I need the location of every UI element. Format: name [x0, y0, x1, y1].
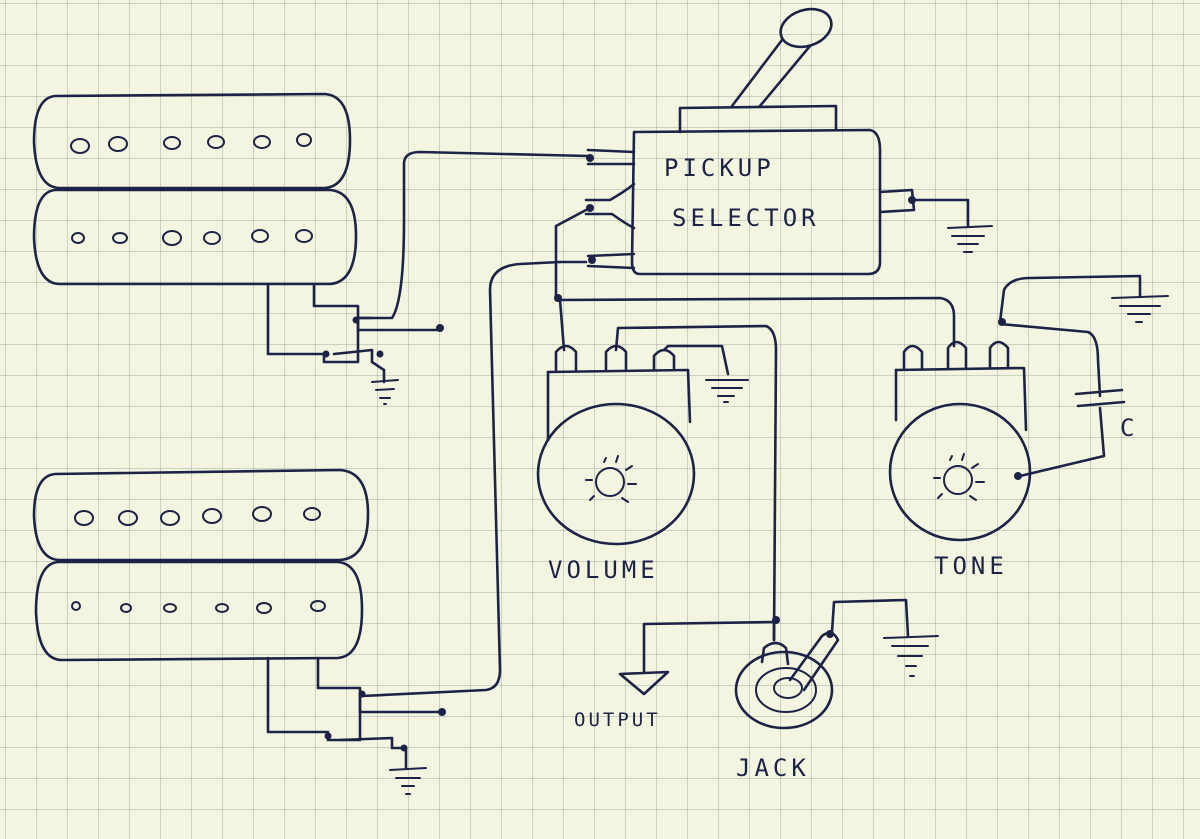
tone-ground-wire [998, 274, 1142, 324]
jack-tip-wire [642, 620, 776, 674]
bridge-lead-inner [316, 656, 442, 714]
volume-pot: VOLUME [536, 324, 778, 642]
selector-lever [730, 38, 812, 108]
volume-output-wire [614, 324, 778, 642]
selector-lug-3 [586, 252, 636, 270]
neck-humbucker [32, 92, 590, 405]
tone-label: TONE [934, 552, 1008, 580]
volume-lug-1 [554, 344, 578, 372]
neck-ground-icon [371, 379, 399, 405]
neck-lead-hot [356, 150, 590, 320]
tone-lug-3 [988, 340, 1010, 370]
bridge-humbucker [32, 260, 562, 795]
selector-label-line2: SELECTOR [672, 204, 820, 232]
capacitor-label: C [1120, 414, 1138, 442]
jack-ground-icon [883, 635, 939, 677]
tone-ground-icon [1111, 295, 1169, 323]
volume-ground-wire [662, 344, 730, 376]
selector-collar [678, 104, 838, 134]
jack-outer-ring [734, 650, 834, 730]
bridge-coil-bottom [34, 560, 364, 662]
neck-coil-bottom [32, 188, 358, 286]
tone-lug-1 [902, 344, 924, 370]
volume-label: VOLUME [548, 556, 659, 584]
pickup-selector-switch: PICKUP SELECTOR [584, 7, 993, 276]
neck-lead-ground [332, 348, 386, 384]
capacitor-plate-1 [1074, 388, 1124, 396]
neck-coil-top [32, 92, 352, 190]
bridge-coil-top [32, 468, 370, 562]
volume-lug-3 [652, 348, 676, 372]
selector-label-line1: PICKUP [664, 154, 775, 182]
tone-cap-wire [998, 322, 1102, 398]
tone-pot: TONE [888, 274, 1169, 580]
jack-output-arrow [618, 670, 670, 696]
volume-pot-casing [546, 368, 692, 424]
bridge-lead-outer [266, 656, 362, 742]
volume-ground-icon [705, 379, 749, 403]
selector-ground-lug [878, 188, 970, 228]
bridge-pole-pieces [71, 506, 326, 614]
selector-ground-icon [947, 225, 993, 253]
tone-lug-2 [946, 340, 968, 370]
tone-pot-disc [888, 402, 1032, 542]
selector-common-lead [558, 298, 566, 352]
tone-pot-casing [894, 366, 1028, 432]
neck-pole-pieces [70, 133, 313, 246]
capacitor-plate-2 [1076, 400, 1126, 408]
bridge-lead-ground [338, 736, 408, 770]
neck-lead-inner [312, 282, 442, 332]
jack-tip-lug [760, 641, 790, 666]
jack-label: JACK [736, 754, 810, 782]
bridge-ground-icon [389, 767, 427, 795]
jack-sleeve-wire [830, 598, 910, 638]
selector-body [630, 128, 882, 276]
selector-to-pots-wiring [554, 208, 956, 352]
selector-lug-1 [586, 148, 636, 166]
selector-lever-knob [779, 7, 833, 49]
output-label: OUTPUT [574, 709, 661, 731]
tone-cap-wire-bottom [1018, 406, 1106, 478]
volume-pot-disc [536, 402, 696, 546]
output-jack: OUTPUT JACK [574, 598, 939, 782]
tone-capacitor: C [1074, 388, 1138, 442]
jack-middle-ring [755, 667, 817, 713]
tone-knob-icon [933, 453, 985, 501]
bridge-lead-hot [360, 260, 562, 698]
selector-lug-2 [584, 182, 636, 230]
volume-knob-icon [585, 455, 637, 503]
jack-inner-ring [773, 677, 803, 699]
